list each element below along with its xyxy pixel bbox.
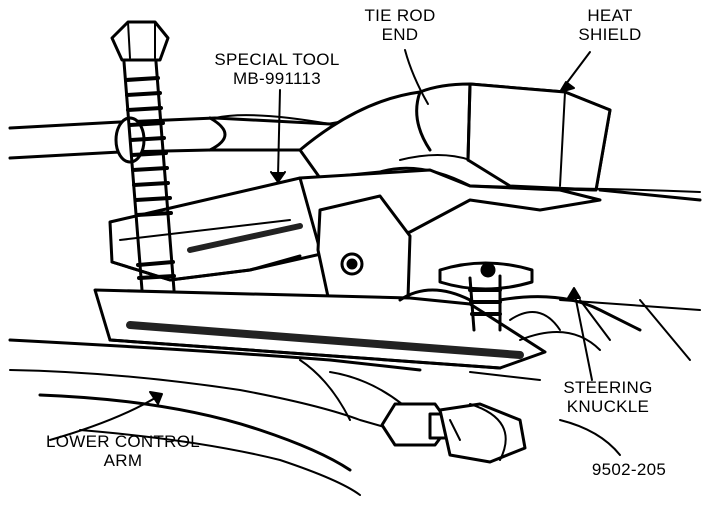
label-lower-control-arm: LOWER CONTROL ARM bbox=[8, 432, 238, 470]
stud-nut bbox=[438, 261, 534, 332]
lower-bolt bbox=[380, 402, 527, 464]
heat-shield bbox=[466, 82, 612, 192]
leader-lower-control-arm bbox=[49, 394, 161, 441]
leader-special-tool bbox=[277, 89, 281, 177]
label-special-tool: SPECIAL TOOL MB-991113 bbox=[192, 50, 362, 88]
label-tie-rod-end-line1: TIE ROD bbox=[364, 6, 436, 25]
label-lower-control-arm-line2: ARM bbox=[103, 451, 143, 470]
label-steering-knuckle-line2: KNUCKLE bbox=[566, 397, 650, 416]
label-steering-knuckle: STEERING KNUCKLE bbox=[548, 378, 668, 416]
frame-lines bbox=[519, 187, 702, 361]
label-heat-shield-line1: HEAT bbox=[587, 6, 633, 25]
label-steering-knuckle-line1: STEERING bbox=[563, 378, 653, 397]
label-heat-shield-line2: SHIELD bbox=[578, 25, 642, 44]
figure-number: 9502-205 bbox=[591, 460, 667, 479]
label-lower-control-arm-line1: LOWER CONTROL bbox=[45, 432, 201, 451]
leader-tie-rod-end bbox=[404, 49, 429, 105]
label-tie-rod-end: TIE ROD END bbox=[350, 6, 450, 44]
leader-steering-knuckle bbox=[573, 289, 593, 381]
label-tie-rod-end-line2: END bbox=[381, 25, 419, 44]
leader-lines bbox=[49, 49, 621, 456]
steering-knuckle bbox=[398, 288, 642, 351]
label-special-tool-line2: MB-991113 bbox=[232, 69, 322, 88]
forcing-screw bbox=[110, 20, 176, 292]
lower-control-arm bbox=[8, 338, 431, 496]
label-special-tool-line1: SPECIAL TOOL bbox=[214, 50, 340, 69]
label-heat-shield: HEAT SHIELD bbox=[555, 6, 665, 44]
